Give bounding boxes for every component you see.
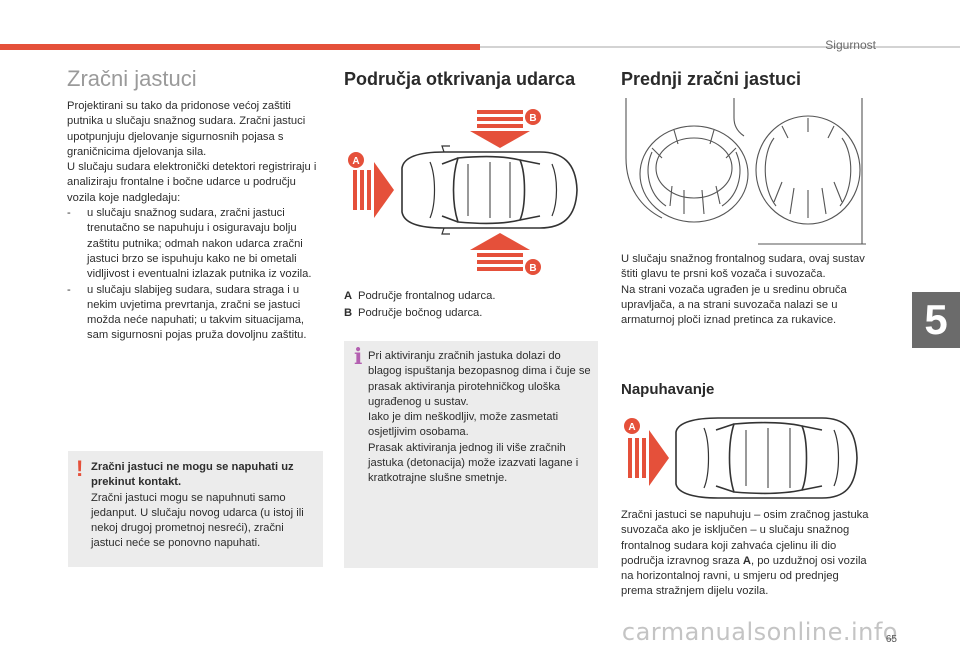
front-airbags-figure bbox=[625, 98, 866, 245]
list-item: u slučaju snažnog sudara, zračni jastuci… bbox=[67, 206, 325, 282]
info-box bbox=[344, 341, 598, 568]
zone-a-reference: A bbox=[742, 554, 751, 567]
side-impact-arrow-top bbox=[470, 110, 530, 148]
info-paragraph: Prasak aktiviranja jednog ili više zračn… bbox=[368, 441, 579, 485]
inflation-text: , po uzdužnoj osi vozila na horizontalno… bbox=[621, 554, 867, 598]
detection-zones-heading: Područja otkrivanja udarca bbox=[344, 69, 576, 89]
inflation-heading: Napuhavanje bbox=[621, 381, 715, 398]
frontal-impact-arrow bbox=[353, 162, 394, 218]
legend-row: B Područje bočnog udarca. bbox=[344, 305, 594, 322]
frontal-impact-arrow bbox=[628, 430, 669, 486]
warning-box bbox=[68, 451, 323, 567]
info-paragraph: Pri aktiviranju zračnih jastuka dolazi d… bbox=[368, 350, 591, 408]
warning-title: Zračni jastuci ne mogu se napuhati uz pr… bbox=[91, 461, 294, 489]
car-top-view bbox=[675, 417, 858, 499]
legend-text: Područje frontalnog udarca. bbox=[358, 290, 496, 302]
marker-b-top: B bbox=[525, 109, 541, 125]
svg-text:A: A bbox=[352, 156, 359, 167]
frontal-inflation-figure: A bbox=[624, 417, 858, 499]
marker-b-bottom: B bbox=[525, 259, 541, 275]
side-impact-arrow-bottom bbox=[470, 233, 530, 271]
front-airbags-heading: Prednji zračni jastuci bbox=[621, 69, 802, 89]
intro-text-block: Projektirani su tako da pridonose većoj … bbox=[67, 99, 325, 344]
front-airbags-paragraph: U slučaju snažnog frontalnog sudara, ova… bbox=[621, 253, 865, 281]
section-title: Sigurnost bbox=[825, 38, 876, 52]
detection-list: u slučaju snažnog sudara, zračni jastuci… bbox=[67, 206, 325, 344]
driver-airbag-illustration bbox=[625, 98, 749, 223]
watermark: carmanualsonline.info bbox=[621, 618, 898, 646]
legend-key: A bbox=[344, 290, 353, 302]
warning-icon: ! bbox=[76, 456, 84, 481]
impact-zones-figure: B B A bbox=[348, 109, 578, 275]
chapter-tab: 5 bbox=[912, 292, 960, 348]
list-item: u slučaju slabijeg sudara, sudara straga… bbox=[67, 283, 325, 344]
figure-legend: A Područje frontalnog udarca. B Područje… bbox=[344, 288, 594, 322]
front-airbags-text-block: U slučaju snažnog frontalnog sudara, ova… bbox=[621, 252, 871, 328]
car-top-view bbox=[401, 145, 578, 235]
marker-a: A bbox=[348, 152, 364, 168]
legend-text: Područje bočnog udarca. bbox=[358, 307, 483, 319]
warning-body: Zračni jastuci mogu se napuhnuti samo je… bbox=[91, 491, 304, 550]
page-title: Zračni jastuci bbox=[67, 66, 197, 91]
inflation-text-block: Zračni jastuci se napuhuju – osim zračno… bbox=[621, 508, 873, 600]
page-number: 65 bbox=[885, 634, 897, 645]
info-text-block: Pri aktiviranju zračnih jastuka dolazi d… bbox=[368, 349, 594, 487]
warning-text-block: Zračni jastuci ne mogu se napuhati uz pr… bbox=[91, 460, 317, 552]
inflation-paragraph: Zračni jastuci se napuhuju – osim zračno… bbox=[621, 508, 873, 600]
legend-key: B bbox=[344, 307, 353, 319]
header-accent-bar bbox=[0, 44, 480, 50]
info-paragraph: Iako je dim neškodljiv, može zasmetati o… bbox=[368, 411, 559, 439]
passenger-airbag-illustration bbox=[755, 98, 866, 245]
svg-text:B: B bbox=[529, 263, 536, 274]
detectors-paragraph: U slučaju sudara elektronički detektori … bbox=[67, 161, 317, 204]
svg-text:A: A bbox=[628, 422, 635, 433]
header-rule bbox=[480, 46, 960, 48]
intro-paragraph: Projektirani su tako da pridonose većoj … bbox=[67, 100, 306, 158]
marker-a: A bbox=[624, 418, 640, 434]
front-airbags-paragraph: Na strani vozača ugrađen je u sredinu ob… bbox=[621, 283, 847, 327]
inflation-text: Zračni jastuci se napuhuju – osim zračno… bbox=[621, 509, 869, 567]
svg-text:B: B bbox=[529, 113, 536, 124]
legend-row: A Područje frontalnog udarca. bbox=[344, 288, 594, 305]
info-icon: i bbox=[354, 344, 363, 370]
